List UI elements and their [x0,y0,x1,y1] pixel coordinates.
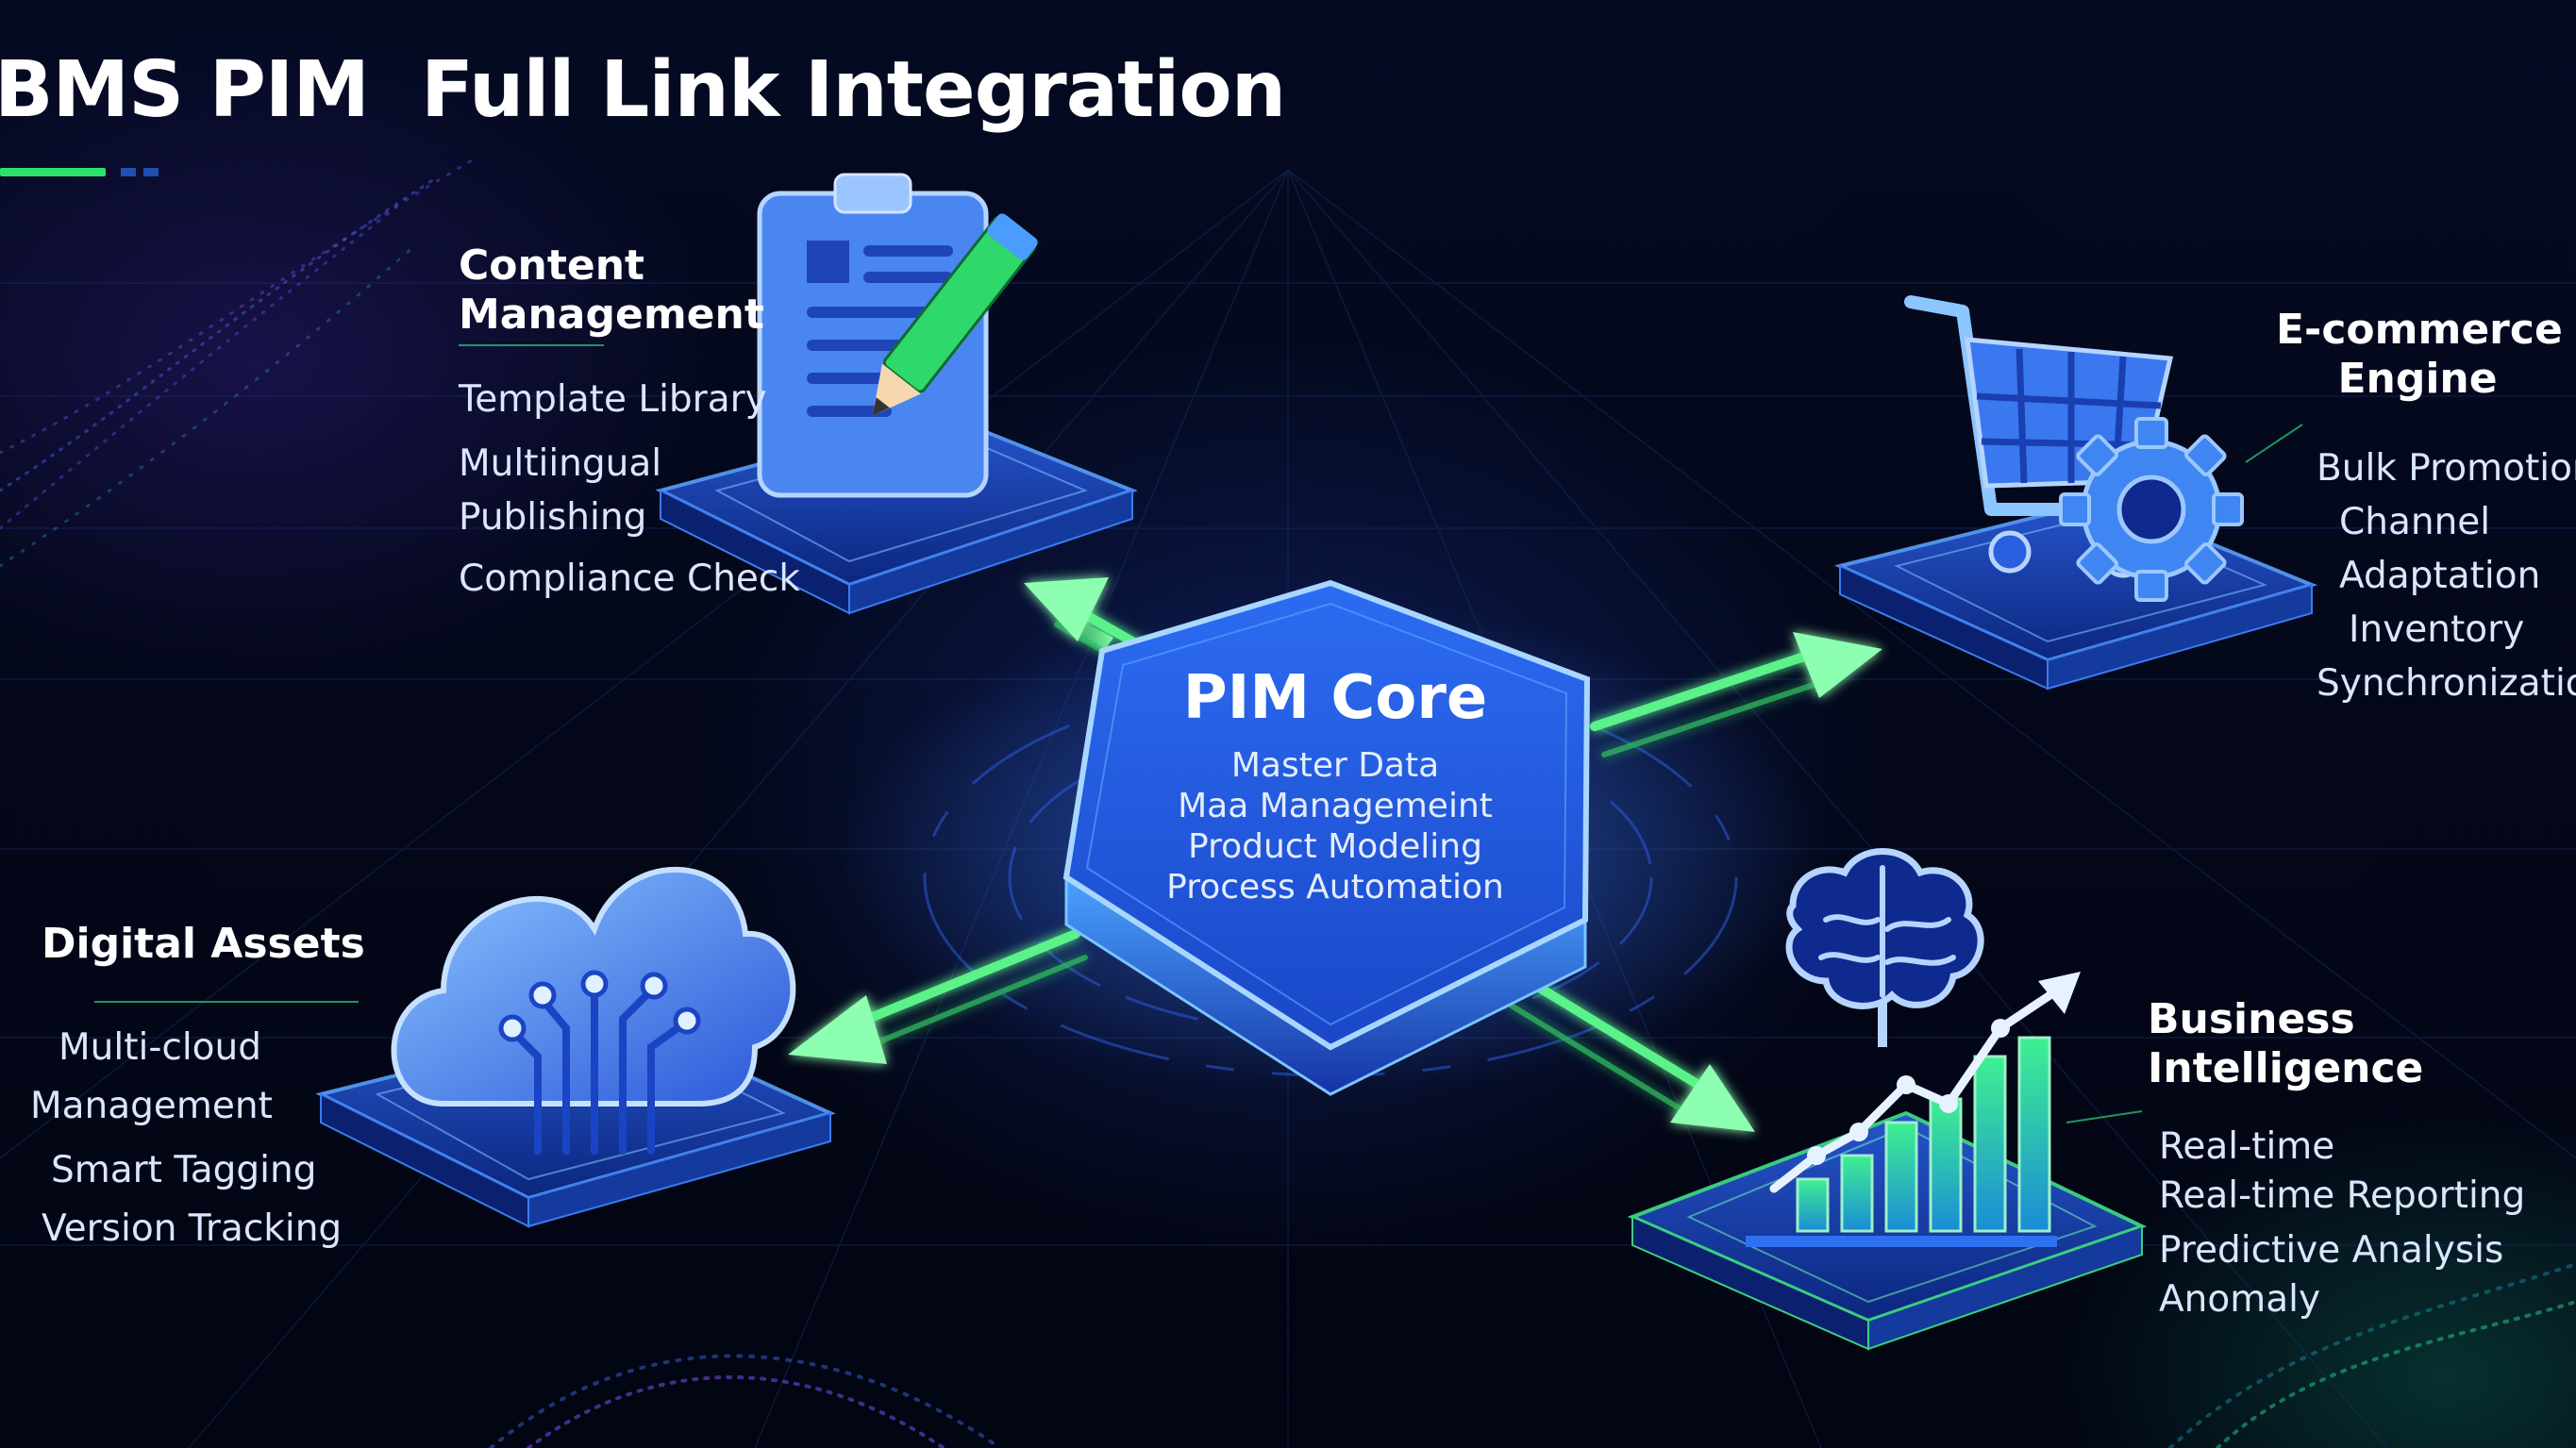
pim-core-title: PIM Core [1182,663,1488,733]
list-item: Real-time Reporting [2159,1174,2526,1217]
digital-assets-title: Digital Assets [42,920,365,968]
arrow-to-digital-assets [788,929,1088,1064]
ecommerce-engine-title: E-commerce Engine [2276,306,2563,403]
list-item: Inventory [2349,608,2525,651]
label-connector-lines [94,344,2303,1123]
list-item: Adaptation [2339,555,2541,597]
brain-bar-chart-icon [1746,848,2081,1247]
list-item: Master Data [1230,746,1440,785]
list-item: Publishing [459,496,647,539]
pim-core-list: Master Data Maa Managemeint Product Mode… [1047,745,1623,907]
list-item: Maa Managemeint [1178,787,1493,825]
title-underline-accent [0,168,106,176]
list-item: Compliance Check [459,558,800,600]
wave-decoration-left [0,158,474,568]
list-item: Bulk Promotion [2317,447,2576,490]
document-pencil-icon [757,173,1038,498]
content-management-list: Template Library Multiingual Publishing … [459,372,800,607]
list-item: Multi-cloud [59,1026,262,1069]
business-intelligence-title: Business Intelligence [2148,995,2424,1092]
list-item: Synchronization [2317,662,2576,705]
digital-assets-list: Multi-cloud Management Smart Tagging Ver… [30,1019,342,1258]
title-underline-dot [121,168,136,176]
title-underline-dot [143,168,159,176]
wave-decoration-bottom [489,1262,2576,1448]
content-management-title: Content Management [459,241,764,339]
list-item: Anomaly [2159,1278,2321,1321]
list-item: Management [30,1085,273,1127]
page-title: BMS PIM Full Link Integration [0,45,1286,135]
pim-core-label: PIM Core Master Data Maa Managemeint Pro… [1047,660,1623,907]
list-item: Predictive Analysis [2159,1229,2504,1272]
arrow-to-business-intelligence [1507,976,1755,1132]
shopping-cart-gear-icon [1904,295,2244,602]
ecommerce-engine-list: Bulk Promotion Channel Adaptation Invent… [2317,441,2576,710]
list-item: Version Tracking [42,1207,343,1250]
list-item: Process Automation [1166,868,1504,907]
content-management-tile [655,412,1138,615]
list-item: Smart Tagging [51,1149,317,1191]
list-item: Channel [2339,501,2491,543]
list-item: Template Library [459,378,767,421]
list-item: Real-time [2159,1125,2335,1168]
arrow-to-ecommerce [1590,632,1882,757]
business-intelligence-list: Real-time Real-time Reporting Predictive… [2159,1123,2525,1324]
list-item: Product Modeling [1188,827,1482,866]
cloud-circuit-icon [391,866,796,1155]
pim-core-block [1062,579,1591,1096]
list-item: Multiingual [459,442,662,485]
